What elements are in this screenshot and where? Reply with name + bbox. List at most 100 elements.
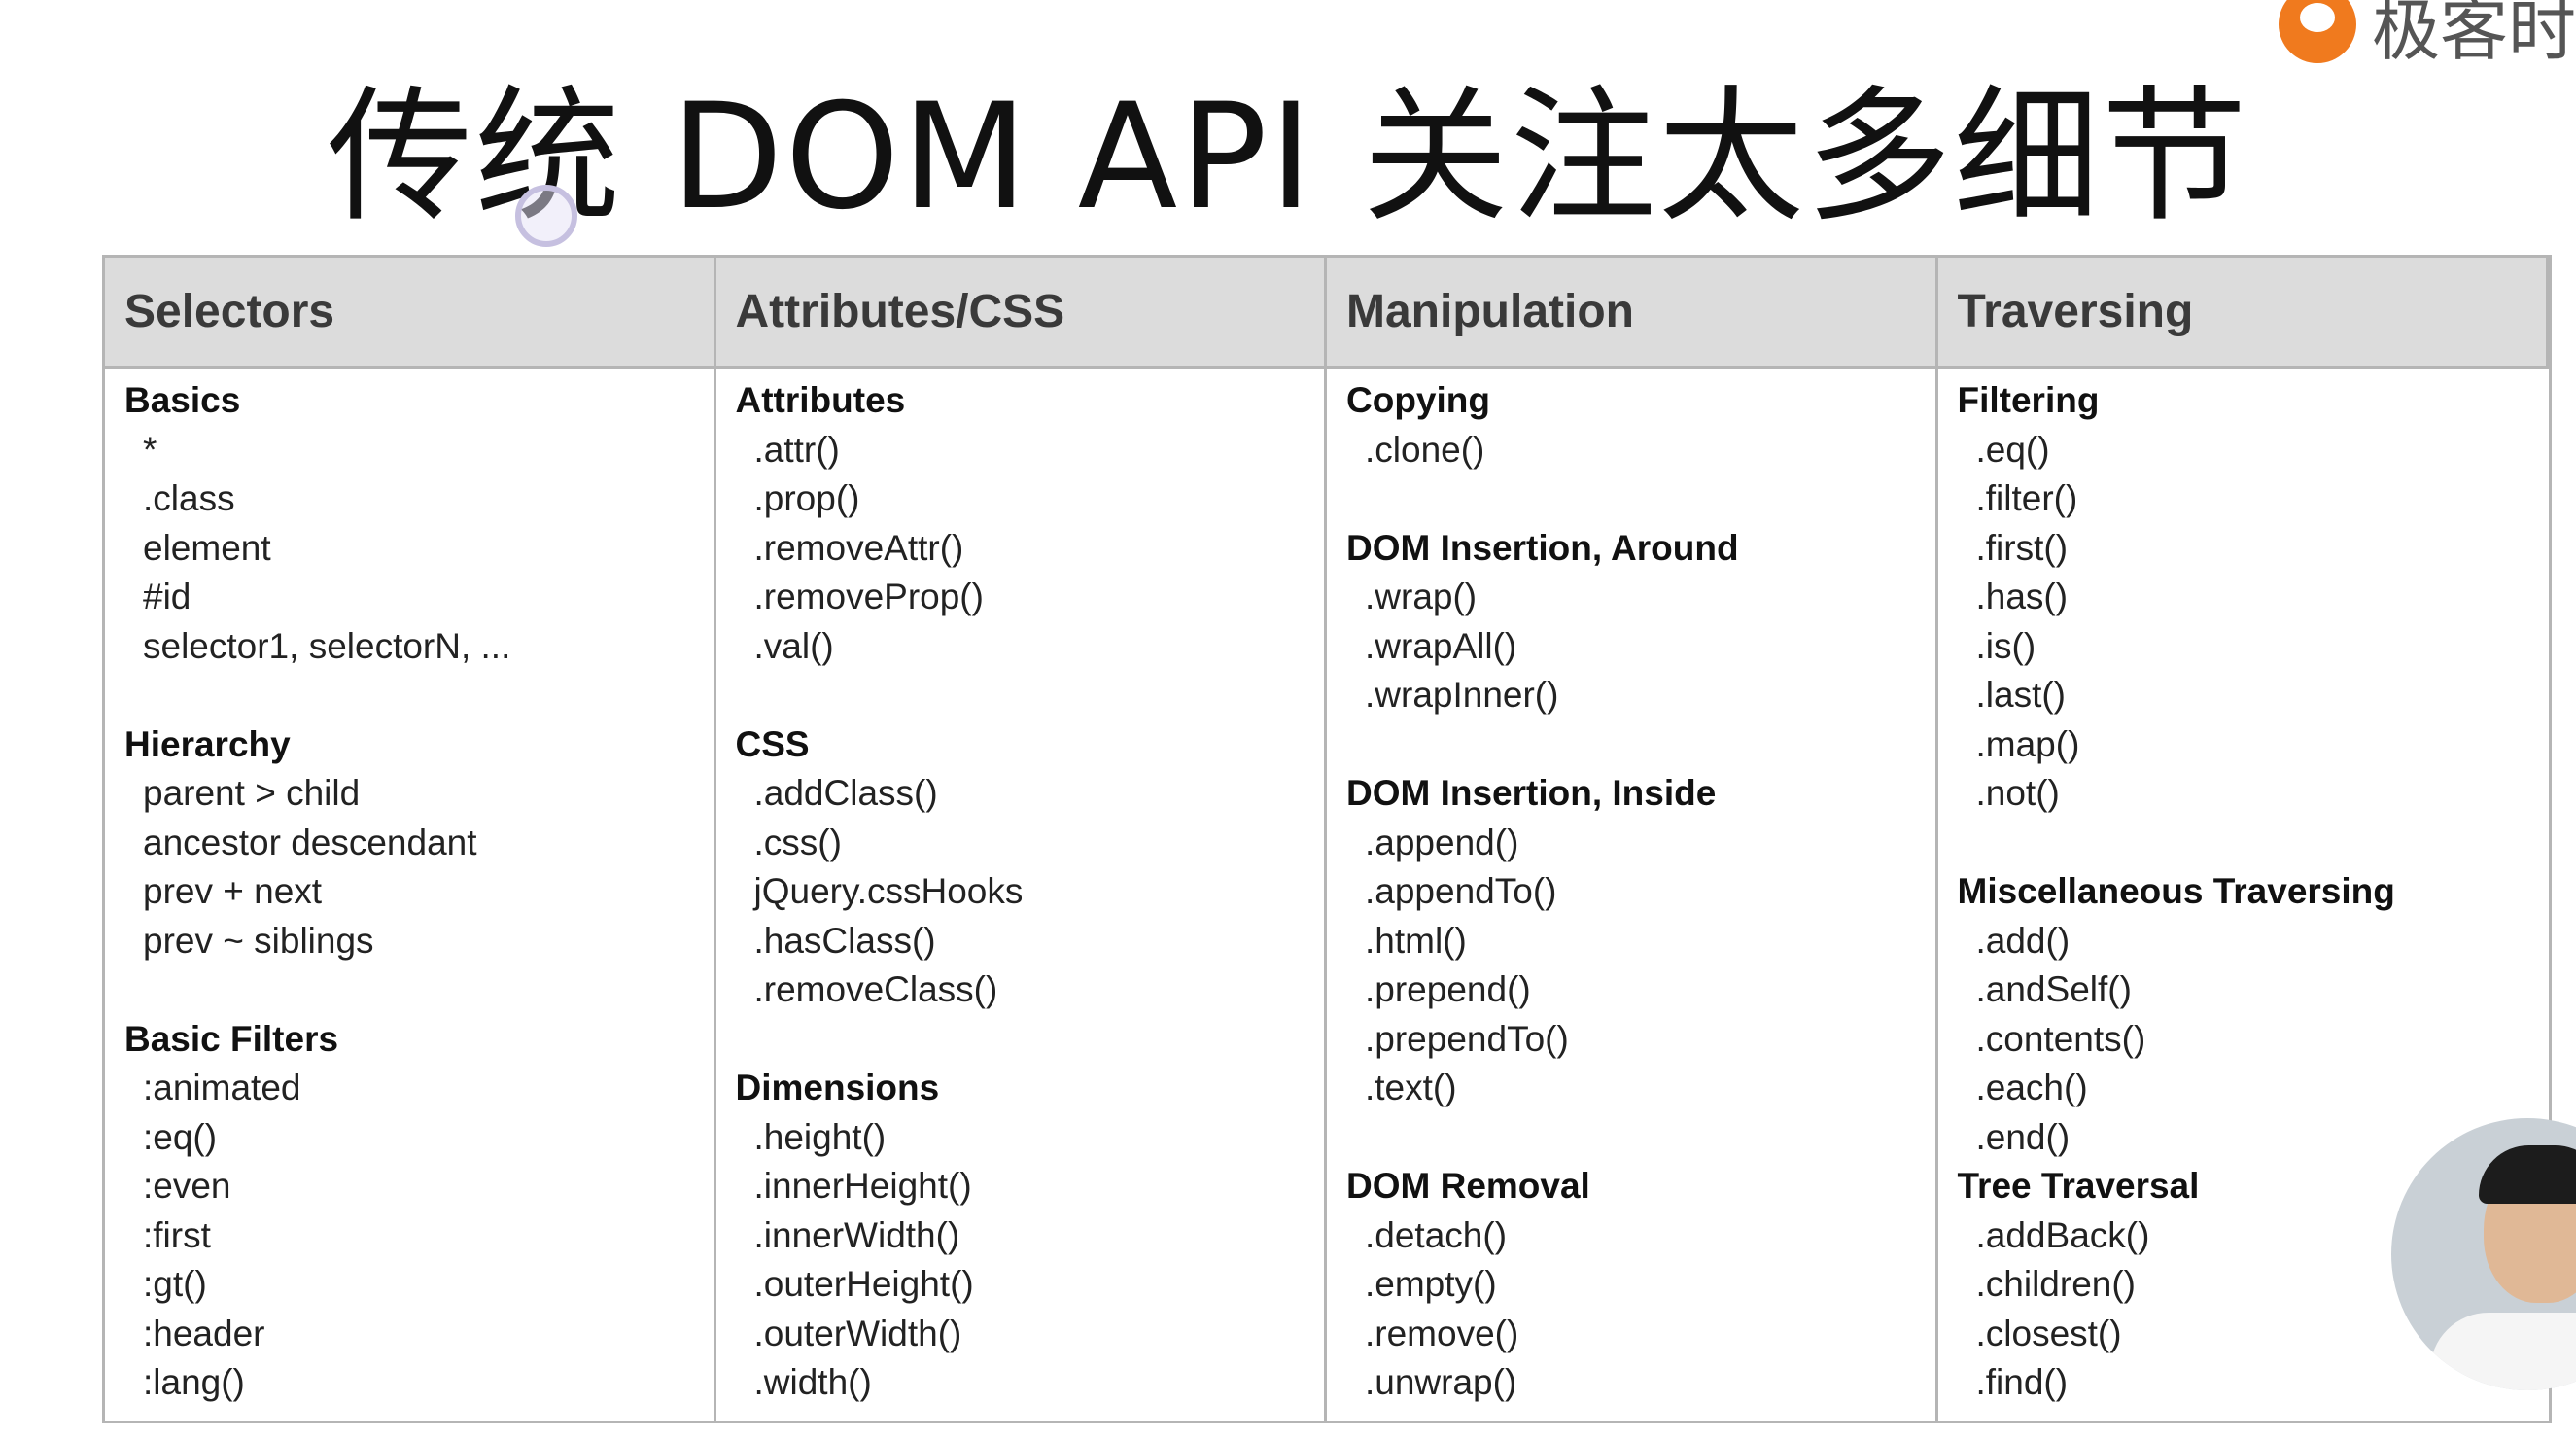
section-heading: Copying <box>1346 380 1490 420</box>
section-heading: DOM Insertion, Around <box>1346 527 1739 568</box>
section-heading: Basics <box>124 380 241 420</box>
column-selectors: Basics * .class element #id selector1, select… <box>105 369 716 1421</box>
section-heading: DOM Insertion, Inside <box>1346 773 1717 813</box>
header-selectors: Selectors <box>105 258 716 369</box>
section: Basic Filters :animated :eq() :even :first :g… <box>124 1015 714 1408</box>
section-heading: Tree Traversal <box>1957 1166 2200 1206</box>
api-item: ancestor descendant <box>143 822 477 862</box>
section-heading: Miscellaneous Traversing <box>1957 871 2395 911</box>
section-heading: CSS <box>735 723 810 764</box>
page-title: 传统 DOM API 关注太多细节 <box>327 73 2249 242</box>
section: DOM Insertion, Around .wrap() .wrapAll() .w… <box>1346 524 1935 720</box>
logo-text: 极客时 <box>2372 0 2576 70</box>
api-item: .wrap() <box>1365 577 1478 616</box>
api-item: .outerWidth() <box>753 1313 962 1353</box>
api-item: :first <box>143 1214 211 1255</box>
api-item: .not() <box>1975 773 2060 813</box>
api-item: .innerWidth() <box>753 1214 960 1255</box>
api-item: .css() <box>753 822 842 862</box>
api-item: .find() <box>1975 1362 2069 1402</box>
api-item: parent > child <box>143 773 361 813</box>
api-item: .eq() <box>1975 429 2050 470</box>
api-item: .innerHeight() <box>753 1166 972 1206</box>
section-heading: DOM Removal <box>1346 1166 1590 1206</box>
api-item: .addClass() <box>753 773 938 813</box>
api-item: :eq() <box>143 1116 218 1157</box>
api-item: .removeAttr() <box>753 527 964 568</box>
api-item: .wrapAll() <box>1365 625 1517 666</box>
api-item: .is() <box>1975 625 2036 666</box>
api-item: .prependTo() <box>1365 1018 1569 1059</box>
section-heading: Hierarchy <box>124 723 291 764</box>
section: CSS .addClass() .css() jQuery.cssHooks .hasC… <box>736 720 1325 1015</box>
api-item: .width() <box>753 1362 872 1402</box>
api-item: .val() <box>753 625 834 666</box>
api-item: .text() <box>1365 1068 1457 1107</box>
api-item: .filter() <box>1975 478 2078 518</box>
api-item: .prop() <box>753 478 860 518</box>
api-item: .prepend() <box>1365 969 1531 1009</box>
api-item: .class <box>143 478 235 518</box>
api-item: selector1, selectorN, ... <box>143 625 511 666</box>
section: DOM Insertion, Inside .append() .appendTo(… <box>1346 769 1935 1113</box>
section-heading: Basic Filters <box>124 1018 339 1059</box>
api-item: .empty() <box>1365 1264 1497 1304</box>
section: DOM Removal .detach() .empty() .remove() .un… <box>1346 1162 1935 1408</box>
api-item: .wrapInner() <box>1365 675 1559 715</box>
api-item: .addBack() <box>1975 1214 2150 1255</box>
api-item: :header <box>143 1313 265 1353</box>
jquery-api-table: Selectors Attributes/CSS Manipulation Tr… <box>102 255 2552 1423</box>
section: Basics * .class element #id selector1, select… <box>124 376 714 671</box>
api-item: .appendTo() <box>1365 871 1557 911</box>
api-item: .remove() <box>1365 1313 1519 1353</box>
section: Dimensions.height().innerHeight().innerW… <box>736 1064 1325 1408</box>
section-heading: Filtering <box>1957 380 2100 420</box>
section: Filtering.eq().filter().first().has().is… <box>1958 376 2550 819</box>
column-attributes-css: Attributes .attr() .prop() .removeAttr() .re… <box>716 369 1327 1421</box>
section: Tree Traversal.addBack().children().clos… <box>1958 1162 2550 1408</box>
column-traversing: Filtering.eq().filter().first().has().is… <box>1938 369 2550 1421</box>
api-item: :animated <box>143 1068 301 1107</box>
api-item: .detach() <box>1365 1214 1508 1255</box>
api-item: prev ~ siblings <box>143 920 374 961</box>
api-item: .clone() <box>1365 429 1485 470</box>
api-item: .last() <box>1975 675 2067 715</box>
api-item: .add() <box>1975 920 2071 961</box>
api-item: :even <box>143 1166 231 1206</box>
api-item: .contents() <box>1975 1018 2146 1059</box>
api-item: .andSelf() <box>1975 969 2132 1009</box>
section: Hierarchy parent > child ancestor descenda… <box>124 720 714 966</box>
api-item: .unwrap() <box>1365 1362 1517 1402</box>
api-item: .end() <box>1975 1116 2071 1157</box>
logo: 极客时 <box>2279 0 2576 70</box>
api-item: .map() <box>1975 723 2080 764</box>
header-attributes-css: Attributes/CSS <box>715 258 1327 369</box>
geektime-logo-icon <box>2279 0 2356 63</box>
api-item: .attr() <box>753 429 840 470</box>
api-item: element <box>143 527 271 568</box>
api-item: .hasClass() <box>753 920 936 961</box>
api-item: .first() <box>1975 527 2069 568</box>
api-item: prev + next <box>143 871 323 911</box>
api-item: :lang() <box>143 1362 245 1402</box>
api-item: .removeClass() <box>753 969 998 1009</box>
api-item: .append() <box>1365 822 1519 862</box>
section-heading: Attributes <box>735 380 906 420</box>
api-item: * <box>143 429 157 470</box>
api-item: .closest() <box>1975 1313 2122 1353</box>
section: Copying .clone() <box>1346 376 1935 474</box>
header-manipulation: Manipulation <box>1327 258 1938 369</box>
section: Miscellaneous Traversing .add() .andSelf()… <box>1958 867 2550 1162</box>
header-traversing: Traversing <box>1937 258 2549 369</box>
api-item: #id <box>143 577 191 616</box>
api-item: :gt() <box>143 1264 207 1304</box>
cursor-indicator <box>515 185 577 247</box>
api-item: .removeProp() <box>753 577 984 616</box>
section-heading: Dimensions <box>735 1068 940 1107</box>
api-item: .html() <box>1365 920 1467 961</box>
api-item: .outerHeight() <box>753 1264 974 1304</box>
api-item: jQuery.cssHooks <box>753 871 1024 911</box>
column-manipulation: Copying .clone() DOM Insertion, Around .wra… <box>1327 369 1938 1421</box>
section: Attributes .attr() .prop() .removeAttr() .re… <box>736 376 1325 671</box>
api-item: .each() <box>1975 1068 2088 1107</box>
